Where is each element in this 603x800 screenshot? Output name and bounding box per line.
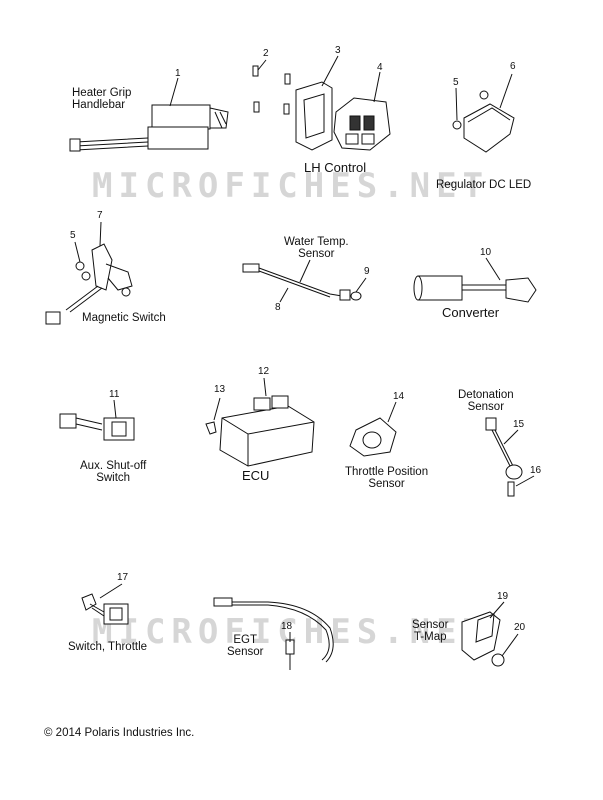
lh-control-part: [333, 71, 391, 151]
regulator-part: [452, 73, 515, 153]
callout-2: 2: [263, 48, 269, 59]
ecu-label: ECU: [242, 468, 270, 483]
converter-label: Converter: [442, 305, 500, 320]
callout-9: 9: [364, 266, 370, 277]
detonation-label-line2: Sensor: [467, 401, 505, 413]
tmap-label-line2: T-Map: [413, 631, 447, 643]
heater-grip-label-line2: Handlebar: [72, 99, 126, 111]
callout-5b: 5: [70, 230, 76, 241]
callout-7: 7: [97, 210, 103, 221]
water-temp-label-line2: Sensor: [298, 248, 335, 260]
ecu-part: [205, 377, 315, 467]
callout-18: 18: [281, 621, 293, 632]
egt-sensor-part: [213, 597, 334, 670]
callout-1: 1: [175, 68, 181, 79]
heater-grip-label-line1: Heater Grip: [72, 87, 132, 99]
tmap-label-line1: Sensor: [412, 619, 449, 631]
callout-11: 11: [109, 389, 120, 400]
magnetic-switch-part: [45, 221, 133, 325]
aux-switch-label-line1: Aux. Shut-off: [80, 460, 147, 472]
detonation-sensor-part: [485, 417, 535, 497]
callout-12: 12: [258, 366, 270, 377]
water-temp-sensor-part: [242, 259, 367, 303]
lh-control-housing-part: [295, 55, 339, 151]
egt-label-line1: EGT: [233, 634, 258, 646]
throttle-position-label-line2: Sensor: [368, 478, 405, 490]
callout-16: 16: [530, 465, 542, 476]
watermark-top: MICROFICHES.NET: [92, 166, 490, 206]
callout-6: 6: [510, 61, 516, 72]
callout-5a: 5: [453, 77, 459, 88]
callout-20: 20: [514, 622, 526, 633]
tmap-label: Sensor T-Map: [412, 619, 448, 643]
heater-grip-label: Heater Grip Handlebar: [72, 87, 131, 111]
callout-17: 17: [117, 572, 129, 583]
aux-switch-part: [59, 399, 135, 441]
magnetic-switch-label: Magnetic Switch: [82, 312, 166, 324]
water-temp-label-line1: Water Temp.: [284, 236, 349, 248]
callout-13: 13: [214, 384, 226, 395]
egt-label: EGT Sensor: [227, 634, 263, 658]
aux-switch-label: Aux. Shut-off Switch: [80, 460, 146, 484]
callout-8: 8: [275, 302, 281, 313]
egt-label-line2: Sensor: [227, 646, 264, 658]
aux-switch-label-line2: Switch: [96, 472, 131, 484]
callout-10: 10: [480, 247, 492, 258]
tmap-sensor-part: [461, 601, 519, 667]
callout-3: 3: [335, 45, 341, 56]
screws-part: [252, 59, 291, 115]
throttle-position-label-line1: Throttle Position: [345, 466, 429, 478]
lh-control-label: LH Control: [304, 160, 367, 175]
copyright-notice: © 2014 Polaris Industries Inc.: [44, 727, 195, 739]
throttle-switch-part: [81, 583, 129, 625]
callout-4: 4: [377, 62, 383, 73]
detonation-label-line1: Detonation: [458, 389, 514, 401]
converter-part: [413, 257, 537, 303]
throttle-position-label: Throttle Position Sensor: [345, 466, 428, 490]
callout-14: 14: [393, 391, 405, 402]
throttle-position-sensor-part: [349, 401, 397, 457]
water-temp-label: Water Temp. Sensor: [284, 236, 349, 260]
detonation-label: Detonation Sensor: [458, 389, 514, 413]
regulator-label: Regulator DC LED: [436, 179, 532, 191]
callout-15: 15: [513, 419, 525, 430]
callout-19: 19: [497, 591, 509, 602]
heater-grip-part: [69, 77, 229, 152]
switch-throttle-label: Switch, Throttle: [68, 641, 148, 653]
